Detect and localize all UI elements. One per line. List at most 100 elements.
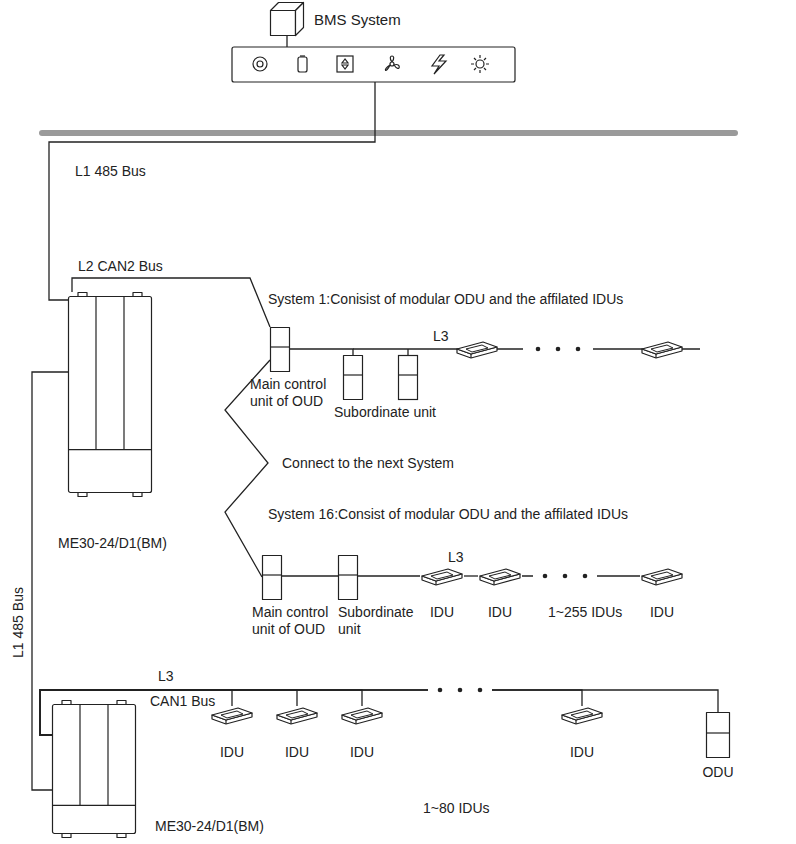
unit-label: IDU: [570, 744, 594, 761]
unit-outline: [275, 706, 319, 730]
shape-part: [344, 374, 363, 375]
bus-wire: [358, 575, 420, 576]
idu-icon: [480, 569, 520, 585]
diagram-label: L1 485 Bus: [75, 163, 146, 180]
diagram-label: L3: [448, 549, 464, 566]
shape-part: [263, 556, 282, 600]
shape-part: [79, 705, 80, 806]
shape-part: [707, 732, 730, 733]
device-panel: [232, 47, 515, 82]
unit-label: IDU: [488, 604, 512, 621]
bus-wire: [282, 575, 338, 576]
shape-part: [133, 493, 142, 497]
ellipsis-dot: [438, 688, 443, 693]
unit-label: BMS System: [314, 11, 401, 28]
unit-outline: [270, 327, 290, 372]
bms-box: BMS System: [270, 2, 304, 36]
idu-icon: [457, 342, 497, 358]
shape-part: [263, 574, 282, 575]
bus-wire: [225, 360, 270, 577]
shape-part: [339, 574, 358, 575]
ellipsis-dot: [478, 688, 483, 693]
unit-divider: [399, 374, 417, 375]
idu-unit: IDU: [340, 706, 384, 730]
unit-label: Main control unit of OUD: [252, 604, 338, 638]
diagram-label: 1~80 IDUs: [423, 800, 490, 817]
bus-wire: [464, 575, 478, 576]
ellipsis-dot: [583, 574, 588, 579]
idu-icon: [562, 708, 602, 724]
shape-part: [133, 293, 142, 297]
unit-label: IDU: [650, 604, 674, 621]
gateway-unit: ME30-24/D1(BM): [52, 700, 136, 838]
shape-part: [707, 713, 730, 758]
wire-gap: [533, 571, 597, 581]
idu-unit: IDU: [275, 706, 319, 730]
outdoor-unit: Subordinate unit: [338, 555, 358, 600]
idu-icon: [277, 708, 317, 724]
unit-outline: [420, 567, 464, 591]
unit-outline: [68, 292, 152, 497]
diagram-label: System 1:Conisist of modular ODU and the…: [268, 291, 623, 308]
shape-part: [107, 705, 108, 806]
ellipsis-dots: [523, 343, 593, 355]
shape-part: [271, 328, 290, 372]
wire-gap: [428, 685, 492, 695]
diagram-label: L2 CAN2 Bus: [78, 258, 163, 275]
idu-unit: IDU: [640, 567, 684, 591]
unit-label: ME30-24/D1(BM): [155, 818, 264, 835]
l3-drop: [407, 349, 408, 355]
diagram-label: System 16:Consist of modular ODU and the…: [268, 506, 628, 523]
shape-part: [123, 297, 124, 450]
outdoor-unit: Main control unit of OUD: [270, 327, 290, 372]
shape-part: [344, 356, 363, 400]
gateway-unit: ME30-24/D1(BM): [68, 292, 152, 497]
ellipsis-dot: [563, 574, 568, 579]
unit-outline: [210, 706, 254, 730]
shape-part: [69, 297, 152, 493]
outdoor-unit: Main control unit of OUD: [262, 555, 282, 600]
bus-label: L1 485 Bus: [10, 587, 27, 658]
l1-485-wire: [49, 82, 375, 300]
unit-outline: [560, 706, 604, 730]
unit-outline: [338, 555, 358, 600]
shape-part: [53, 805, 136, 806]
shape-part: [339, 556, 358, 600]
idu-icon: [422, 569, 462, 585]
unit-label: Subordinate unit: [338, 604, 422, 638]
shape-part: [296, 3, 304, 36]
idu-unit: IDU: [210, 706, 254, 730]
diagram-label: L3: [158, 668, 174, 685]
unit-outline: [343, 355, 363, 400]
bus-wire: [40, 690, 718, 735]
unit-outline: [478, 567, 522, 591]
unit-label: Main control unit of OUD: [250, 376, 336, 410]
diagram-label: L3: [433, 328, 449, 345]
unit-outline: [640, 567, 684, 591]
ellipsis-dot: [458, 688, 463, 693]
bus-wire: [290, 349, 353, 355]
unit-outline: [270, 2, 304, 36]
unit-label: Subordinate unit: [334, 404, 458, 421]
outdoor-unit: ODU: [706, 712, 730, 758]
unit-label: ME30-24/D1(BM): [58, 535, 167, 552]
unit-outline: [262, 555, 282, 600]
shape-part: [78, 293, 87, 297]
unit-label: IDU: [285, 744, 309, 761]
unit-label: IDU: [350, 744, 374, 761]
idu-unit: IDU: [420, 567, 464, 591]
unit-outline: [52, 700, 136, 838]
idu-icon: [642, 342, 682, 358]
unit-label: IDU: [430, 604, 454, 621]
unit-outline: [340, 706, 384, 730]
subordinate-unit: [399, 356, 418, 400]
ellipsis-dot: [543, 574, 548, 579]
shape-part: [69, 449, 152, 450]
idu-unit: IDU: [560, 706, 604, 730]
shape-part: [78, 493, 87, 497]
idu-icon: [642, 569, 682, 585]
edge-label: Connect to the next System: [282, 455, 454, 472]
bms-wire: [286, 36, 287, 47]
idu-unit: IDU: [478, 567, 522, 591]
diagram-label: CAN1 Bus: [150, 693, 215, 710]
